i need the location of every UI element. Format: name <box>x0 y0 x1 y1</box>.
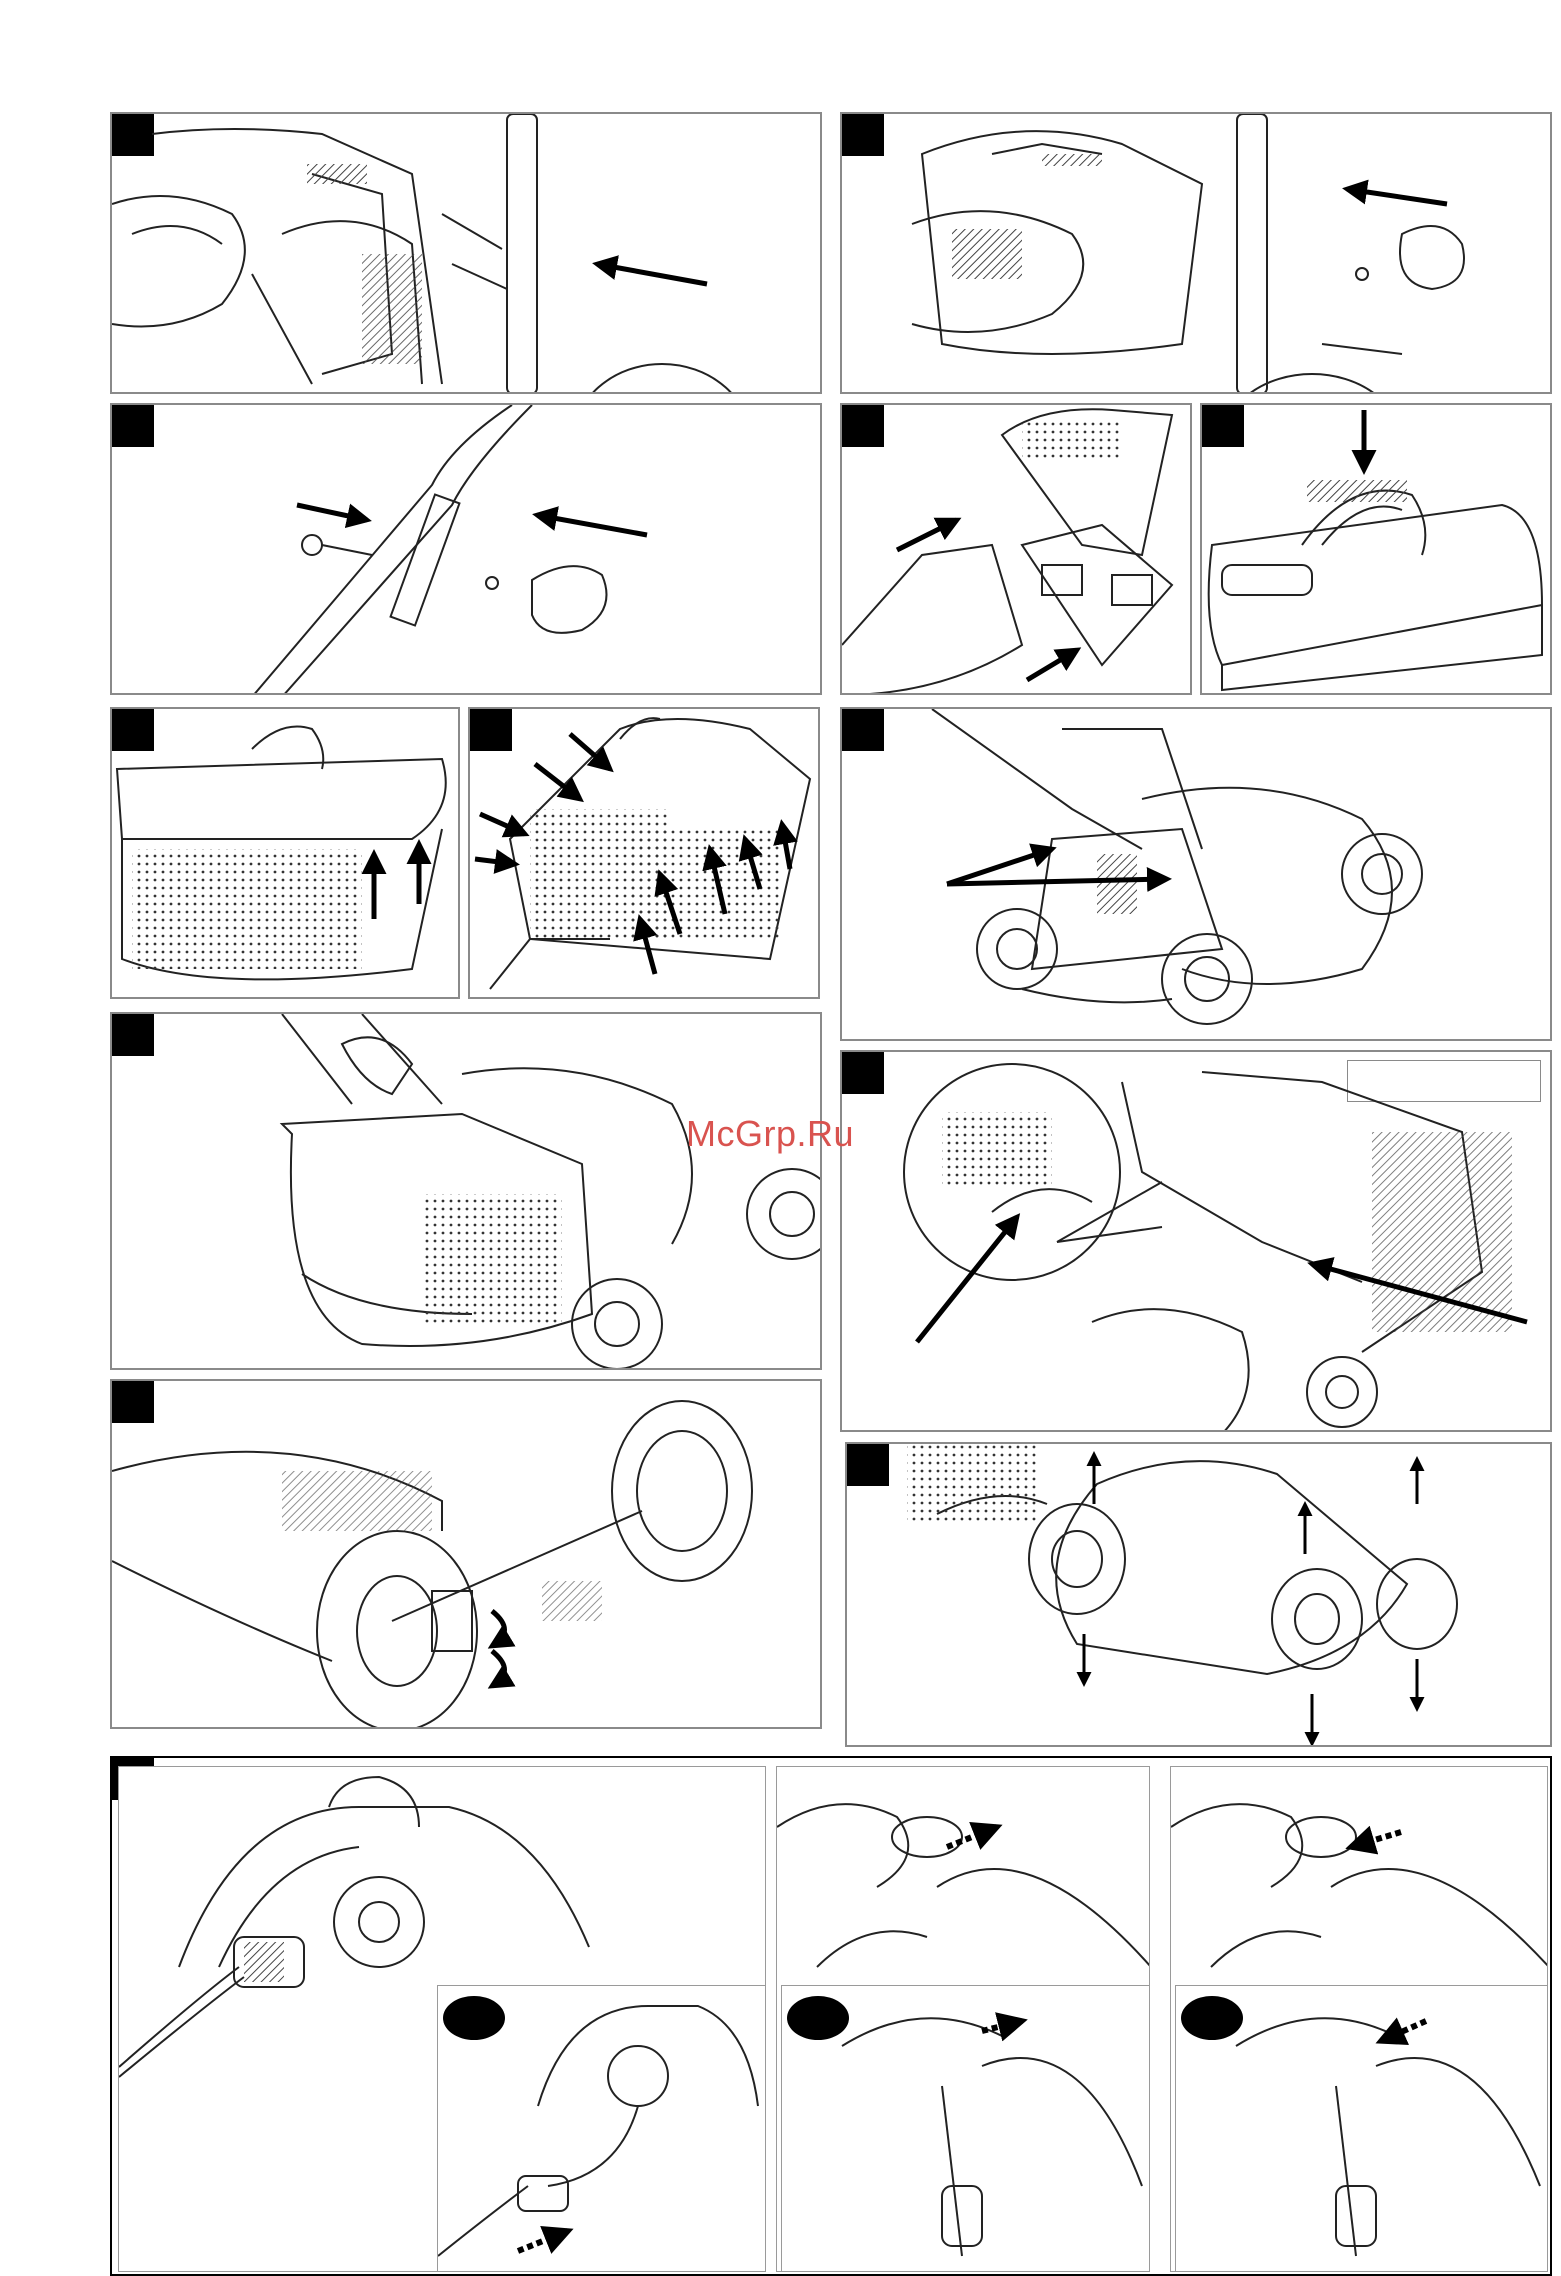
panel-grassbox-handle <box>1200 403 1552 695</box>
panel-mower-cable-clips <box>840 707 1552 1041</box>
grassbox-assembly-illustration <box>842 405 1192 695</box>
panel-full-indicator <box>840 1050 1552 1432</box>
panel-grassbox-clip-side <box>468 707 820 999</box>
inset-plug-illustration <box>438 1986 766 2272</box>
wheel-height-illustration <box>847 1444 1552 1747</box>
panel-wheel-height <box>845 1442 1552 1747</box>
subpanel-cable-hook-out <box>1170 1766 1548 2272</box>
inset-cable-hook-out <box>1175 1985 1548 2272</box>
grassbox-front-illustration <box>112 709 460 999</box>
inset-plug <box>437 1985 766 2272</box>
watermark: McGrp.Ru <box>686 1113 854 1155</box>
panel-attach-grassbox <box>110 1012 822 1370</box>
inset-cable-out-illustration <box>1176 1986 1548 2272</box>
subpanel-cable-hook-in <box>776 1766 1150 2272</box>
height-lever-illustration <box>112 1381 822 1729</box>
panel-handle-insert-right <box>840 112 1552 394</box>
subpanel-plug-overview <box>118 1766 766 2272</box>
mower-rear-illustration <box>842 709 1552 1041</box>
panel-handle-insert-left <box>110 112 822 394</box>
mower-handle-illustration <box>112 114 822 394</box>
inset-cable-hook-in <box>781 1985 1150 2272</box>
panel-grassbox-clip-front <box>110 707 460 999</box>
panel-height-lever <box>110 1379 822 1729</box>
mower-handle-illustration-right <box>842 114 1552 394</box>
bolt-knob-illustration <box>112 405 822 695</box>
attach-grassbox-illustration <box>112 1014 822 1370</box>
grassbox-side-illustration <box>470 709 820 999</box>
panel-power-connect <box>110 1756 1552 2276</box>
grassbox-handle-illustration <box>1202 405 1552 695</box>
inset-cable-in-illustration <box>782 1986 1150 2272</box>
panel-grassbox-assembly <box>840 403 1192 695</box>
full-indicator-illustration <box>842 1052 1552 1432</box>
panel-bolt-knob <box>110 403 822 695</box>
